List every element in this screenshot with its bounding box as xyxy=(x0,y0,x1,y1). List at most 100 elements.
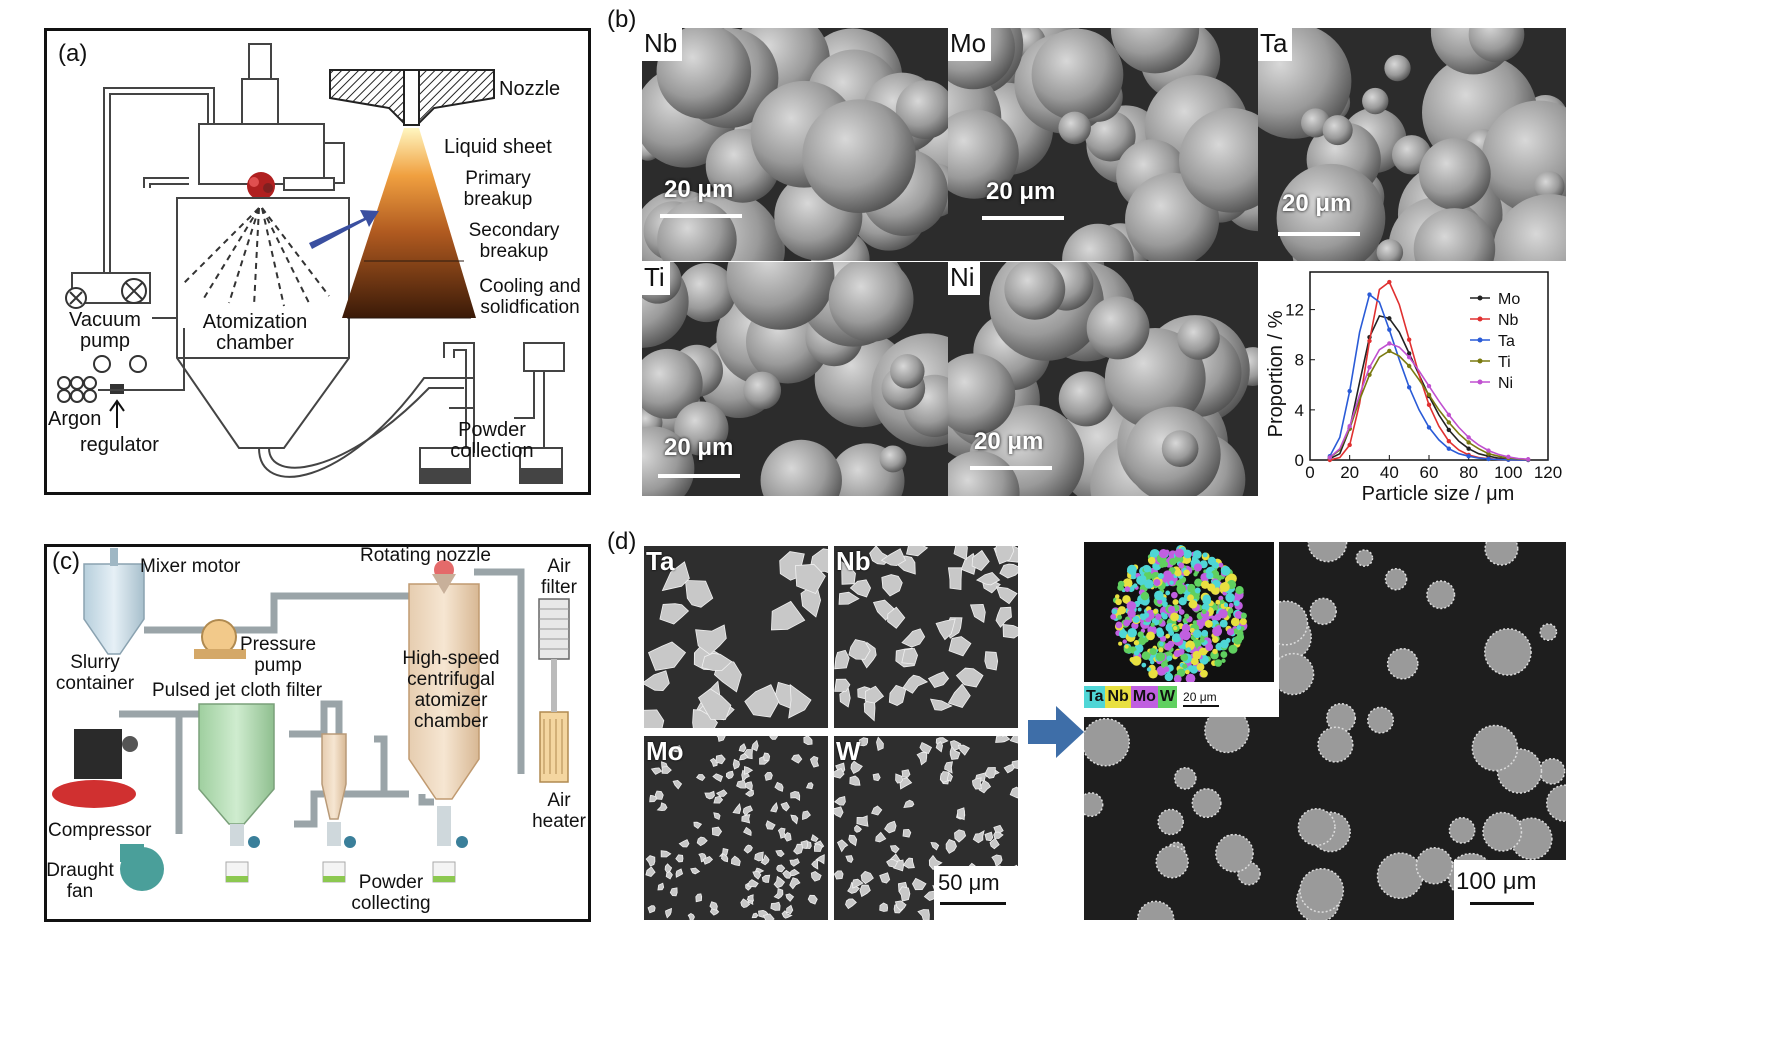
powder-flake xyxy=(991,854,1003,867)
powder-flake xyxy=(650,767,663,775)
powder-flake xyxy=(654,790,664,800)
eds-dot xyxy=(1178,597,1187,606)
eds-dot xyxy=(1219,582,1230,592)
powder-flake xyxy=(770,600,806,631)
powder-flake xyxy=(664,863,673,874)
powder-flake xyxy=(884,820,897,834)
eds-dot xyxy=(1150,622,1155,628)
y-tick-label: 4 xyxy=(1295,401,1304,420)
eds-dot xyxy=(1212,648,1218,655)
powder-flake xyxy=(810,834,819,842)
eds-dot xyxy=(1187,587,1193,593)
eds-dot xyxy=(1161,600,1168,607)
powder-flake xyxy=(929,698,953,711)
eds-dot xyxy=(1182,663,1188,669)
legend-label-nb: Nb xyxy=(1498,312,1519,329)
powder-flake xyxy=(895,773,903,784)
powder-flake xyxy=(838,591,860,605)
powder-flake xyxy=(675,854,684,863)
eds-dot xyxy=(1200,580,1210,589)
powder-flake xyxy=(803,736,813,746)
eds-dot xyxy=(1192,620,1198,625)
nozzle-label: Nozzle xyxy=(499,78,561,100)
data-point-ni xyxy=(1367,365,1372,370)
chart-ylabel: Proportion / % xyxy=(1265,310,1287,437)
powder-flake xyxy=(903,799,915,808)
sem-particle xyxy=(1276,163,1386,261)
eds-dot xyxy=(1180,653,1189,662)
eds-dot xyxy=(1163,666,1170,673)
eds-dot xyxy=(1189,665,1198,674)
sem-particle xyxy=(1419,138,1491,210)
powder-flake xyxy=(850,760,863,775)
powder-flake xyxy=(849,579,872,598)
powder-flake xyxy=(875,831,887,843)
powder-flake xyxy=(993,831,1004,839)
eds-dot xyxy=(1211,636,1219,643)
eds-map-sphere xyxy=(1110,545,1248,682)
eds-dot xyxy=(1165,590,1171,596)
eds-dot xyxy=(1153,579,1161,587)
powder-flake xyxy=(742,805,754,817)
arrow-right-icon xyxy=(1028,706,1084,758)
powder-flake xyxy=(780,801,790,812)
eds-dot xyxy=(1136,575,1146,586)
data-point-ni xyxy=(1387,341,1392,346)
sem-particle xyxy=(760,439,842,496)
data-point-ni xyxy=(1327,455,1333,460)
data-point-ta xyxy=(1486,456,1491,462)
eds-dot xyxy=(1188,599,1198,609)
legend-marker-ti xyxy=(1477,358,1483,364)
powder-flake xyxy=(684,579,714,608)
powder-flake xyxy=(911,877,927,891)
eds-dot xyxy=(1205,643,1214,651)
powder-flake xyxy=(744,684,780,718)
powder-flake xyxy=(880,548,907,567)
powder-flake xyxy=(854,824,862,833)
eds-dot xyxy=(1129,657,1135,663)
eds-dot xyxy=(1196,663,1205,671)
eds-dot xyxy=(1117,614,1122,620)
sem-image-mo-powder: Mo xyxy=(644,736,828,920)
powder-flake xyxy=(989,837,1000,850)
agglomerate-sphere xyxy=(1367,706,1395,734)
eds-dot xyxy=(1192,650,1202,660)
regulator-label: regulator xyxy=(80,434,159,456)
legend-label-mo: Mo xyxy=(1498,291,1520,308)
legend-label-ta: Ta xyxy=(1498,333,1515,350)
eds-dot xyxy=(1137,631,1144,638)
argon-label: Argon xyxy=(48,408,102,430)
sem-particle xyxy=(1468,28,1525,63)
powder-flake xyxy=(782,869,792,879)
data-point-nb xyxy=(1387,279,1392,285)
eds-dot xyxy=(1202,552,1208,558)
sem-image-spheroidized-powder: 100 μm xyxy=(1084,542,1566,920)
data-point-ti xyxy=(1446,420,1452,425)
sem-tag-nb: Nb xyxy=(642,28,683,61)
eds-legend-ta: Ta xyxy=(1084,686,1106,708)
data-point-nb xyxy=(1347,442,1352,448)
powder-flake xyxy=(661,766,672,774)
sem-particle xyxy=(726,262,835,330)
powder-flake xyxy=(656,802,668,812)
sem-particle xyxy=(1031,28,1124,121)
compressor-label: Compressor xyxy=(48,820,152,841)
powder-flake xyxy=(984,831,994,842)
powder-flake xyxy=(716,736,726,742)
eds-dot xyxy=(1219,619,1228,628)
data-point-mo xyxy=(1406,351,1412,356)
powder-flake xyxy=(834,870,844,880)
powder-tag-w: W xyxy=(836,736,861,766)
powder-flake xyxy=(773,875,786,889)
data-point-ti xyxy=(1486,451,1491,456)
scale-label-50: 50 μm xyxy=(938,870,1000,895)
powder-flake xyxy=(887,606,906,629)
powder-flake xyxy=(947,567,963,591)
powder-flake xyxy=(672,779,683,790)
data-point-mo xyxy=(1446,427,1452,433)
data-point-ta xyxy=(1406,385,1412,390)
powder-flake xyxy=(848,639,871,660)
sem-image-ta: Ta 20 μm xyxy=(1258,28,1566,261)
